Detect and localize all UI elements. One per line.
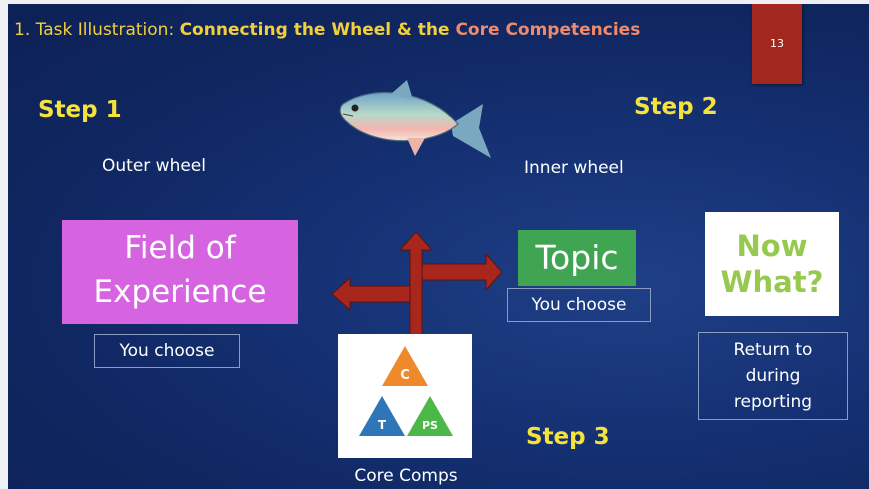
title-highlight: Core Competencies <box>455 20 641 40</box>
triangle-ps-label: PS <box>422 419 438 432</box>
core-triangles-icon: C T PS <box>359 346 453 436</box>
field-of-experience-box: Field of Experience <box>62 220 298 324</box>
slide-title: 1. Task Illustration: Connecting the Whe… <box>14 20 640 40</box>
core-competencies-box: C T PS <box>338 334 472 458</box>
core-comps-label: Core Comps <box>354 466 458 486</box>
outer-wheel-label: Outer wheel <box>102 156 206 176</box>
title-prefix: 1. Task Illustration: <box>14 20 180 40</box>
inner-wheel-label: Inner wheel <box>524 158 624 178</box>
step-3-label: Step 3 <box>526 424 610 450</box>
triangle-c-label: C <box>400 368 410 383</box>
step-1-label: Step 1 <box>38 97 122 123</box>
field-line-1: Field of <box>124 230 236 266</box>
arrows-icon <box>331 231 502 334</box>
step-2-label: Step 2 <box>634 94 718 120</box>
return-during-reporting: Return to during reporting <box>698 332 848 420</box>
field-line-2: Experience <box>93 274 267 310</box>
now-line-2: What? <box>720 265 824 299</box>
now-what-box: Now What? <box>705 212 839 316</box>
now-line-1: Now <box>736 229 808 263</box>
topic-box: Topic <box>518 230 636 286</box>
you-choose-right: You choose <box>507 288 651 322</box>
you-choose-left: You choose <box>94 334 240 368</box>
slide-number: 13 <box>752 4 802 84</box>
title-bold: Connecting the Wheel & the <box>179 20 456 40</box>
triangle-t-label: T <box>378 418 387 432</box>
slide: 1. Task Illustration: Connecting the Whe… <box>8 4 869 489</box>
fish-icon <box>339 80 491 158</box>
